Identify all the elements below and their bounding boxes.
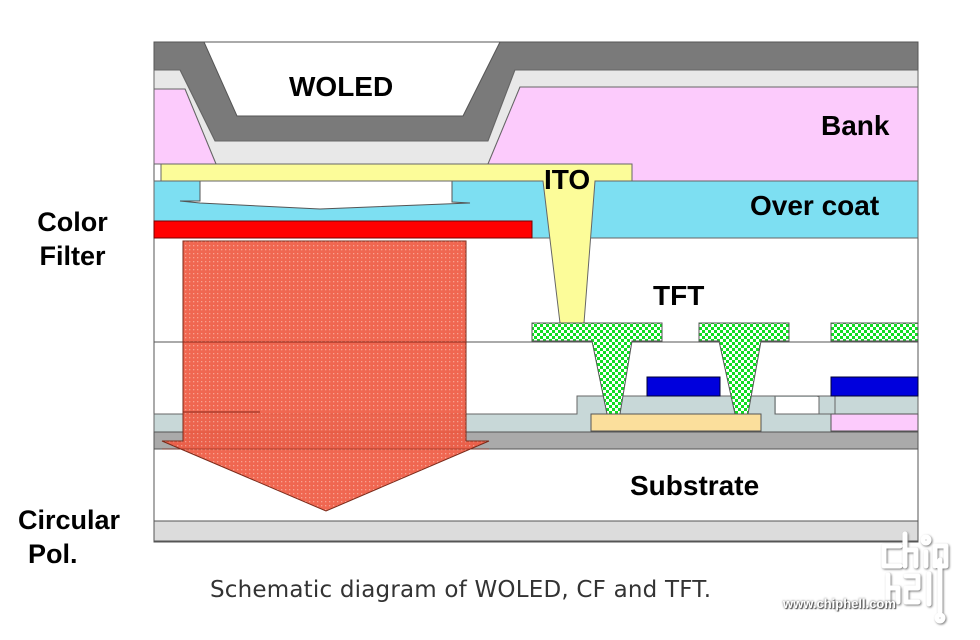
source-drain-left — [531, 322, 663, 415]
insulator-gap-edge — [774, 396, 820, 415]
gate-electrode — [646, 376, 721, 397]
bank-label: Bank — [821, 110, 890, 141]
semiconductor-layer — [590, 413, 762, 432]
chiphell-logo-icon — [881, 531, 949, 624]
data-line-metal — [830, 322, 919, 342]
color-filter-label-line1: Color — [37, 207, 108, 237]
storage-capacitor — [830, 413, 919, 432]
overcoat-cavity — [179, 180, 471, 210]
gate-electrode-right — [830, 376, 919, 397]
tft-label: TFT — [653, 280, 705, 311]
figure-caption: Schematic diagram of WOLED, CF and TFT. — [210, 577, 712, 603]
light-emission-arrow — [161, 240, 490, 512]
circular-pol-label-line2: Pol. — [28, 539, 78, 569]
circular-polarizer — [153, 520, 919, 542]
insulator-gap — [776, 397, 819, 414]
color-filter-label-line2: Filter — [39, 241, 106, 271]
ito-label: ITO — [544, 164, 591, 195]
color-filter-red — [153, 220, 533, 239]
circular-pol-label: Circular Pol. — [18, 503, 148, 571]
watermark-url: www.chiphell.com — [783, 596, 896, 611]
color-filter-label: Color Filter — [25, 205, 120, 273]
over-coat-label: Over coat — [750, 190, 880, 221]
source-drain-right — [698, 322, 790, 415]
substrate-label: Substrate — [630, 470, 760, 501]
circular-pol-label-line1: Circular — [18, 505, 121, 535]
woled-label: WOLED — [289, 71, 394, 102]
